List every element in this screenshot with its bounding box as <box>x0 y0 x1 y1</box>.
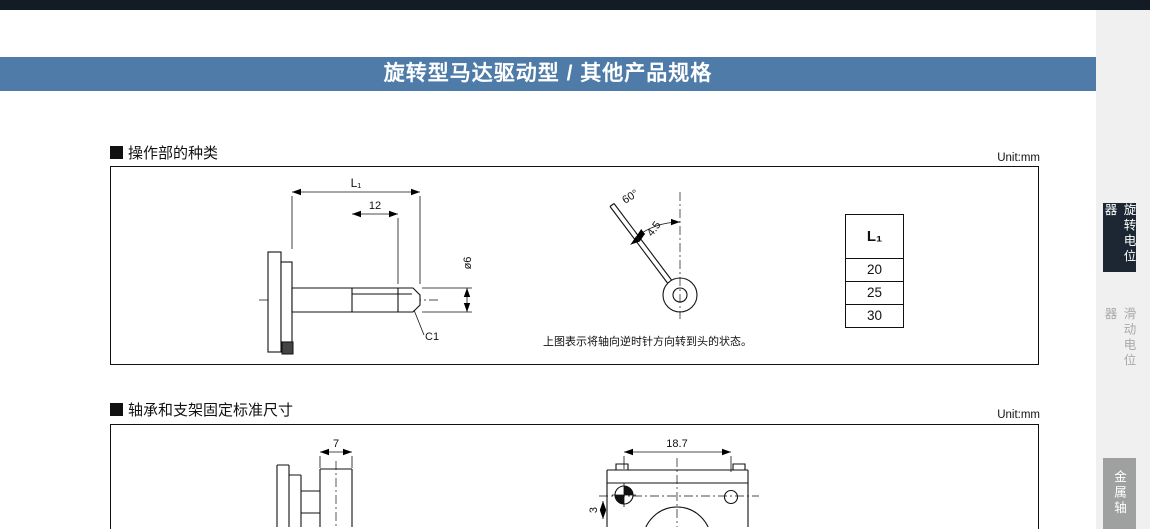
l1-table-header: L₁ <box>846 215 903 259</box>
page-title: 旋转型马达驱动型 / 其他产品规格 <box>0 57 1096 91</box>
operation-drawing: L₁ 12 ø6 C1 4.5 60° 上图表示将轴向逆时针方向转到头的状态。 <box>259 176 752 355</box>
top-accent-bar <box>0 0 1150 10</box>
sidebar-tab-label: 滑动电位器 <box>1102 307 1136 369</box>
section-operation-title: 操作部的种类 <box>128 145 219 162</box>
section-operation-heading: 操作部的种类 <box>110 142 218 163</box>
section-bullet-icon <box>110 403 123 416</box>
section-bearing-heading: 轴承和支架固定标准尺寸 <box>110 399 293 420</box>
l1-table-value: 20 <box>846 259 903 282</box>
dim-label-4-5: 4.5 <box>645 219 664 238</box>
bracket-front-view: 18.7 3 <box>588 438 759 527</box>
angle-label-60: 60° <box>620 188 640 207</box>
shaft-side-view: L₁ 12 ø6 C1 <box>259 176 474 355</box>
l1-table-value: 25 <box>846 282 903 305</box>
chamfer-label: C1 <box>425 331 439 343</box>
sidebar-tab-metal-shaft[interactable]: 金属轴 <box>1103 458 1136 529</box>
page-title-text: 旋转型马达驱动型 / 其他产品规格 <box>383 62 713 85</box>
section-bullet-icon <box>110 146 123 159</box>
section-bearing-title: 轴承和支架固定标准尺寸 <box>128 402 294 419</box>
l1-options-table: L₁ 20 25 30 <box>845 214 904 328</box>
sidebar-tab-rotary-potentiometer[interactable]: 旋转电位器 <box>1103 203 1136 272</box>
dim-label-18-7: 18.7 <box>666 438 687 450</box>
dim-label-3: 3 <box>588 507 600 513</box>
shaft-rotation-view: 4.5 60° 上图表示将轴向逆时针方向转到头的状态。 <box>543 188 752 348</box>
dim-label-diameter: ø6 <box>462 257 474 270</box>
bracket-side-view: 7 <box>276 438 353 527</box>
dim-label-12: 12 <box>369 200 381 212</box>
dim-label-l1: L₁ <box>351 176 362 190</box>
dim-label-7: 7 <box>333 438 339 450</box>
bearing-drawing-box: 7 18.7 3 <box>110 424 1039 529</box>
sidebar-tab-label: 金属轴 <box>1112 470 1126 517</box>
l1-table-value: 30 <box>866 308 883 323</box>
sidebar-tab-slide-potentiometer[interactable]: 滑动电位器 <box>1103 307 1136 380</box>
sidebar-tab-label: 旋转电位器 <box>1102 203 1136 265</box>
bearing-drawing: 7 18.7 3 <box>276 438 759 527</box>
unit-label-bearing: Unit:mm <box>997 409 1040 421</box>
unit-label-operation: Unit:mm <box>997 152 1040 164</box>
rotation-caption: 上图表示将轴向逆时针方向转到头的状态。 <box>543 334 752 348</box>
